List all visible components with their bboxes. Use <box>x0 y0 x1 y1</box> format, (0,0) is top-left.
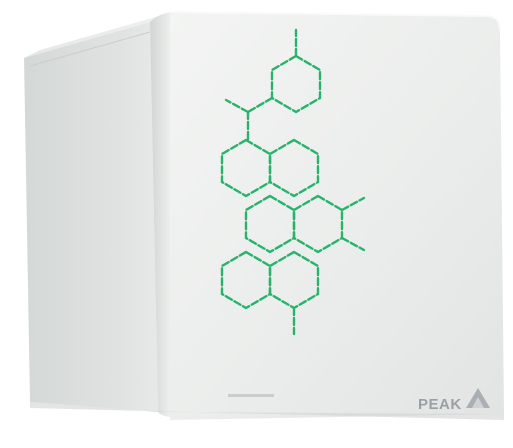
corner-edge <box>150 12 176 418</box>
brand-logo: PEAK <box>418 388 490 413</box>
front-panel <box>170 12 504 420</box>
top-panel <box>24 14 166 58</box>
brand-name: PEAK <box>418 396 462 413</box>
model-label <box>228 394 274 397</box>
molecule-graphic <box>220 28 366 336</box>
side-panel <box>24 22 158 412</box>
